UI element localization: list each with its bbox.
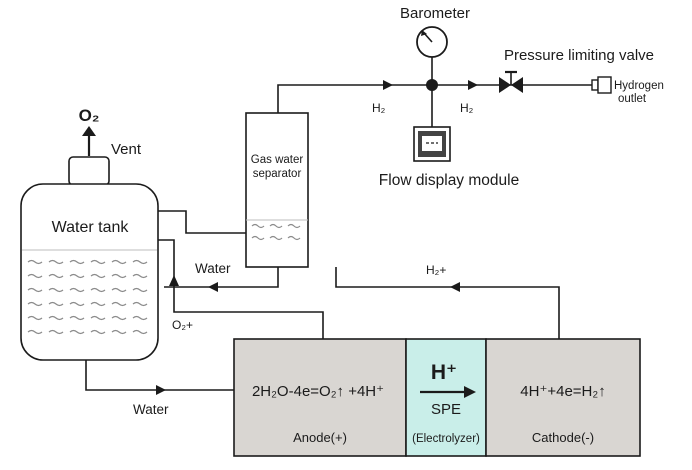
pipe-junction bbox=[426, 79, 438, 91]
water-wave bbox=[69, 259, 85, 265]
oxygen-return-pipe bbox=[158, 239, 324, 339]
water-wave bbox=[111, 273, 127, 279]
water-tank bbox=[20, 156, 159, 361]
water-wave bbox=[69, 273, 85, 279]
gas-water-separator bbox=[245, 112, 309, 268]
electrolyzer-label: (Electrolyzer) bbox=[412, 433, 480, 445]
pipes bbox=[85, 57, 598, 391]
water-wave bbox=[90, 301, 106, 307]
water-wave bbox=[48, 315, 64, 321]
flow-arrows bbox=[156, 80, 478, 395]
water-label-bottom: Water bbox=[133, 402, 169, 417]
flow-arrow-icon bbox=[468, 80, 478, 90]
vent-label: Vent bbox=[111, 141, 142, 158]
water-wave bbox=[69, 287, 85, 293]
electrolyzer bbox=[233, 338, 641, 457]
flow-arrow-icon bbox=[208, 282, 218, 292]
pressure-valve-label: Pressure limiting valve bbox=[504, 47, 654, 64]
hydrogen-return-pipe bbox=[335, 267, 560, 339]
water-wave bbox=[111, 329, 127, 335]
water-wave bbox=[69, 315, 85, 321]
water-label-top: Water bbox=[195, 261, 231, 276]
water-wave bbox=[132, 273, 148, 279]
h2-label-left: H₂ bbox=[372, 101, 386, 115]
hydrogen-outlet-label-2: outlet bbox=[618, 93, 647, 105]
cathode-reaction: 4H⁺+4e=H₂↑ bbox=[520, 383, 605, 400]
water-wave bbox=[132, 329, 148, 335]
water-wave bbox=[27, 259, 43, 265]
water-wave bbox=[27, 273, 43, 279]
separator-return-pipe bbox=[164, 267, 279, 288]
flow-meter-icon bbox=[413, 126, 451, 162]
tank-to-separator-pipe bbox=[158, 210, 246, 234]
cathode-label: Cathode(-) bbox=[532, 430, 594, 445]
o2-vent-label: O₂ bbox=[79, 106, 100, 125]
hydrogen-outlet-label-1: Hydrogen bbox=[614, 80, 664, 92]
water-wave bbox=[132, 315, 148, 321]
gas-separator-label-2: separator bbox=[253, 168, 302, 180]
water-wave bbox=[48, 273, 64, 279]
h2-plus-label: H₂+ bbox=[426, 263, 446, 277]
water-wave bbox=[90, 329, 106, 335]
water-wave bbox=[27, 315, 43, 321]
h2-label-right: H₂ bbox=[460, 101, 474, 115]
water-feed-pipe bbox=[85, 360, 234, 391]
water-wave bbox=[69, 301, 85, 307]
water-wave bbox=[48, 301, 64, 307]
water-wave bbox=[90, 315, 106, 321]
water-wave bbox=[90, 287, 106, 293]
flow-arrow-icon bbox=[383, 80, 393, 90]
barometer-label: Barometer bbox=[400, 5, 470, 22]
water-wave bbox=[111, 287, 127, 293]
water-tank-label: Water tank bbox=[52, 219, 130, 236]
flow-arrow-icon bbox=[169, 275, 179, 286]
water-wave bbox=[48, 259, 64, 265]
water-wave bbox=[111, 301, 127, 307]
water-wave bbox=[111, 259, 127, 265]
water-wave bbox=[111, 315, 127, 321]
flow-arrow-icon bbox=[156, 385, 166, 395]
water-wave bbox=[132, 287, 148, 293]
water-wave bbox=[132, 301, 148, 307]
proton-label: H⁺ bbox=[431, 361, 457, 384]
arrow-up-icon bbox=[82, 126, 96, 156]
valve-icon bbox=[499, 70, 523, 93]
hydrogen-outlet-nozzle bbox=[591, 76, 612, 94]
flow-arrow-icon bbox=[450, 282, 460, 292]
water-wave bbox=[48, 287, 64, 293]
anode-label: Anode(+) bbox=[293, 430, 347, 445]
water-wave bbox=[48, 329, 64, 335]
water-wave bbox=[27, 301, 43, 307]
water-wave bbox=[27, 287, 43, 293]
hydrogen-main-pipe bbox=[277, 84, 598, 113]
spe-label: SPE bbox=[431, 401, 461, 418]
water-wave bbox=[132, 259, 148, 265]
water-wave bbox=[90, 273, 106, 279]
o2-plus-label: O₂+ bbox=[172, 318, 193, 332]
anode-reaction: 2H₂O-4e=O₂↑ +4H⁺ bbox=[252, 383, 384, 400]
gas-separator-label-1: Gas water bbox=[251, 154, 304, 166]
flow-display-label: Flow display module bbox=[379, 172, 519, 189]
water-wave bbox=[90, 259, 106, 265]
barometer-gauge-icon bbox=[416, 26, 448, 58]
water-wave bbox=[69, 329, 85, 335]
water-wave bbox=[27, 329, 43, 335]
